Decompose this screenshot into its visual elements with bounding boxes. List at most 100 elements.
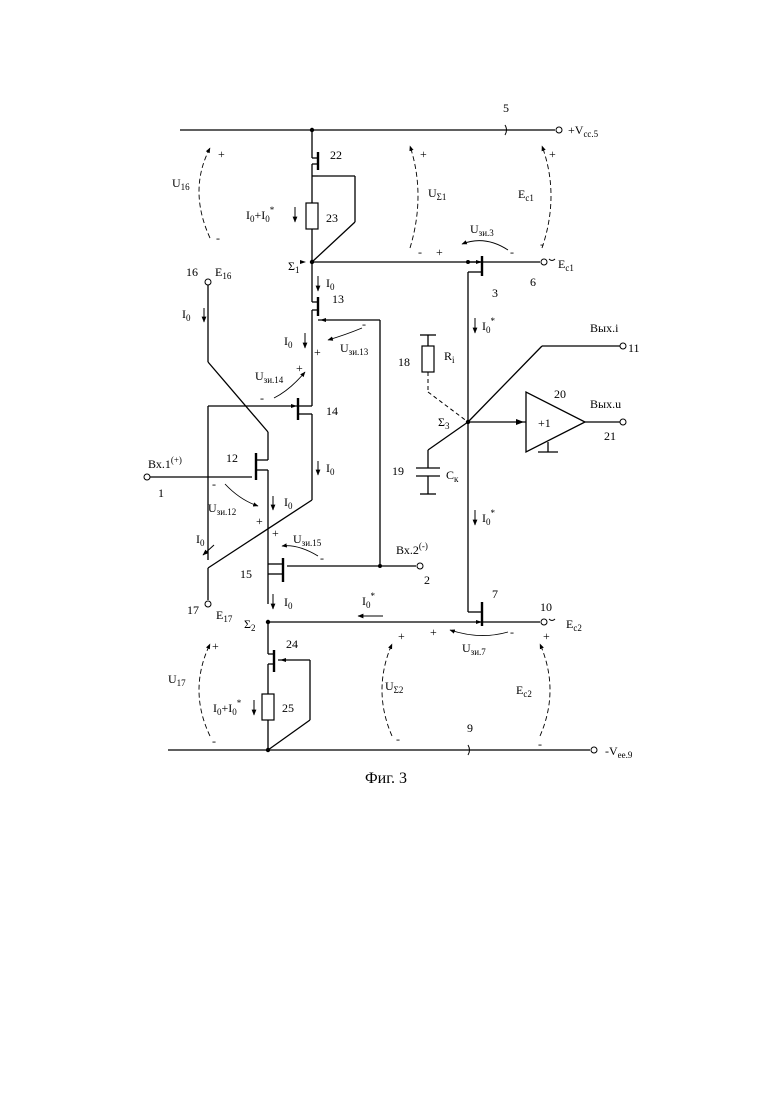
ec1-label-right: Ec1	[558, 257, 574, 273]
u16-label: U16	[172, 176, 190, 192]
sigma1-bus	[300, 259, 555, 265]
voltage-us1	[410, 146, 418, 248]
resistor-25	[262, 694, 274, 752]
i0star-label-bus: I0*	[362, 591, 376, 610]
ck-label: Cк	[446, 468, 459, 484]
ec2-minus: -	[538, 737, 542, 751]
e16-label: E16	[215, 265, 232, 281]
voltage-u17	[199, 644, 210, 736]
ec1-minus: -	[540, 237, 544, 251]
node-10-label: 10	[540, 600, 552, 614]
transistor-22-label: 22	[330, 148, 342, 162]
uzi12-plus: +	[256, 514, 263, 528]
uzi7-label: Uзи.7	[462, 641, 486, 657]
node-2-label: 2	[424, 573, 430, 587]
vcc5-label: +Vcc.5	[568, 123, 599, 139]
i0-label-14: I0	[284, 334, 293, 350]
voltage-ec2	[540, 644, 550, 736]
transistor-13	[312, 297, 380, 566]
i0-label-13: I0	[326, 276, 335, 292]
i0-label-14b: I0	[326, 461, 335, 477]
transistor-12-label: 12	[226, 451, 238, 465]
uzi3-label: Uзи.3	[470, 222, 494, 238]
node-21-label: 21	[604, 429, 616, 443]
supply-rail-top	[180, 125, 562, 135]
figure-caption: Фиг. 3	[365, 770, 407, 787]
ri-label: Ri	[444, 349, 455, 365]
amp-20-label: 20	[554, 387, 566, 401]
sigma1-label: Σ1	[288, 259, 299, 275]
us1-label: UΣ1	[428, 186, 446, 202]
node-17-label: 17	[187, 603, 199, 617]
i0-label-15: I0	[284, 595, 293, 611]
transistor-13-label: 13	[332, 292, 344, 306]
voltage-u16	[199, 148, 210, 238]
ec2-label-right: Ec2	[566, 617, 582, 633]
i0star-label-3: I0*	[482, 316, 496, 335]
sigma3-label: Σ3	[438, 415, 450, 431]
node-7-label: 7	[492, 587, 498, 601]
uzi12-label: Uзи.12	[208, 501, 236, 517]
transistor-3	[468, 256, 482, 612]
us2-label: UΣ2	[385, 679, 403, 695]
node-9-label: 9	[467, 721, 473, 735]
resistor-25-label: 25	[282, 701, 294, 715]
ec2-plus: +	[543, 629, 550, 643]
uzi13-minus: -	[362, 317, 366, 331]
i0-sum-label-bottom: I0+I0*	[213, 698, 242, 717]
us2-plus: +	[398, 629, 405, 643]
uzi12-arc	[225, 484, 258, 506]
us1-plus: +	[420, 147, 427, 161]
uzi15-label: Uзи.15	[293, 532, 322, 548]
uzi3-minus-left: -	[418, 245, 422, 259]
node-1-label: 1	[158, 486, 164, 500]
supply-rail-bottom	[168, 745, 597, 755]
uzi3-arc	[462, 241, 508, 250]
uzi13-label: Uзи.13	[340, 341, 369, 357]
us2-minus: -	[396, 732, 400, 746]
i0-label-e16: I0	[182, 307, 191, 323]
output-i-label: Вых.i	[590, 321, 619, 335]
uzi7-arc	[450, 630, 508, 636]
node-5-label: 5	[503, 101, 509, 115]
resistor-23-label: 23	[326, 211, 338, 225]
uzi12-minus: -	[212, 477, 216, 491]
uzi7-plus: +	[430, 625, 437, 639]
ec1-label-left: Ec1	[518, 187, 534, 203]
uzi14-minus: -	[260, 391, 264, 405]
input1-label: Вх.1(+)	[148, 455, 182, 471]
uzi7-minus: -	[510, 625, 514, 639]
resistor-23	[306, 176, 318, 262]
uzi3-plus: +	[436, 245, 443, 259]
resistor-18-label: 18	[398, 355, 410, 369]
trunk-upper	[310, 128, 314, 158]
output-u-label: Вых.u	[590, 397, 621, 411]
capacitor-ck-19	[416, 422, 468, 494]
u17-label: U17	[168, 672, 186, 688]
uzi14-label: Uзи.14	[255, 369, 284, 385]
voltage-ec1	[542, 146, 551, 248]
node-11-label: 11	[628, 341, 640, 355]
transistor-14-label: 14	[326, 404, 338, 418]
uzi13-arc	[328, 328, 362, 340]
i0-label-12: I0	[284, 495, 293, 511]
e17-label: E17	[216, 608, 233, 624]
uzi13-plus: +	[314, 345, 321, 359]
i0star-label-7: I0*	[482, 508, 496, 527]
transistor-15	[268, 558, 423, 582]
transistor-24-label: 24	[286, 637, 298, 651]
ec2-label-left: Ec2	[516, 683, 532, 699]
i0-label-e17: I0	[196, 532, 205, 548]
u17-minus: -	[212, 734, 216, 748]
u17-plus: +	[212, 639, 219, 653]
input-e16	[205, 279, 268, 444]
uzi14-plus: +	[296, 361, 303, 375]
node-6-label: 6	[530, 275, 536, 289]
vee9-label: -Vee.9	[605, 744, 633, 760]
node-16-label: 16	[186, 265, 198, 279]
u16-plus: +	[218, 147, 225, 161]
uzi3-minus: -	[510, 245, 514, 259]
capacitor-19-label: 19	[392, 464, 404, 478]
input2-label: Вх.2(-)	[396, 541, 428, 557]
